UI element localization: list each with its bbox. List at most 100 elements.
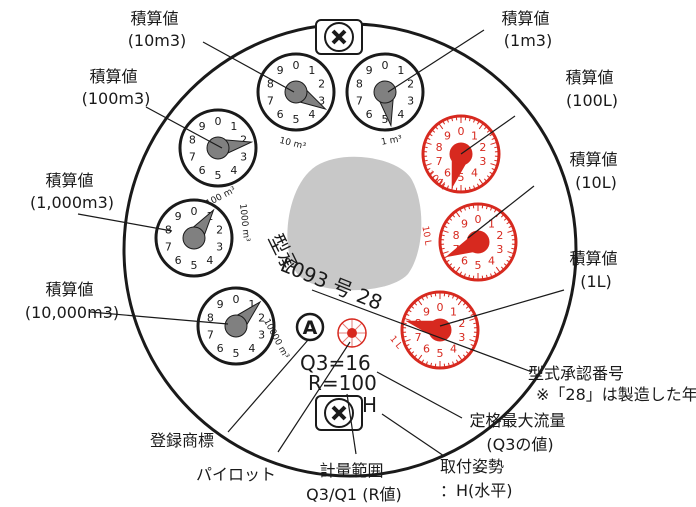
dial-tick [485, 206, 488, 210]
dial-tick [469, 318, 476, 321]
dial-tick [468, 309, 472, 313]
dial-digit: 3 [318, 94, 325, 107]
dial-tick [404, 318, 411, 321]
dial-digit: 6 [277, 108, 284, 121]
label-year-note: ※「28」は製造した年号 [536, 385, 696, 404]
dial-tick [490, 163, 497, 166]
dial-digit: 5 [215, 169, 222, 182]
svg-text:A: A [303, 317, 318, 339]
dial-tick [452, 266, 456, 270]
dial-tick [444, 225, 448, 228]
dial-digit: 5 [437, 347, 444, 360]
dial-tick [452, 361, 455, 365]
dial-tick [417, 299, 423, 306]
dial-tick [465, 351, 469, 354]
dial-digit: 8 [453, 229, 460, 242]
dial-tick [493, 209, 497, 213]
dial-digit: 7 [207, 328, 214, 341]
dial-tick [446, 119, 449, 123]
dial-digit: 3 [458, 331, 465, 344]
dial-tick [489, 133, 493, 137]
dial-digit: 6 [175, 254, 182, 267]
dial-digit: 5 [382, 113, 389, 126]
dial-tick [408, 309, 412, 313]
dial-tick [468, 206, 471, 210]
dial-tick [425, 361, 428, 365]
dial-digit: 6 [217, 342, 224, 355]
dial-tick [432, 130, 436, 133]
dial-digit: 1 [471, 129, 478, 142]
dial-digit: 3 [407, 94, 414, 107]
label-mounting: 取付姿勢 ：H(水平) [440, 457, 513, 500]
dial-hub [466, 230, 490, 254]
dial-tick [449, 218, 453, 221]
dial-digit: 4 [450, 343, 457, 356]
dial-tick [503, 218, 507, 221]
dial-tick [455, 297, 459, 301]
dial-digit: 2 [240, 134, 247, 147]
label-10l: 積算値 (10L) [569, 150, 622, 192]
dial-tick [500, 214, 504, 218]
dial-digit: 3 [496, 243, 503, 256]
dial-digit: 9 [277, 64, 284, 77]
dial-digit: 9 [461, 217, 468, 230]
dial-digit: 3 [216, 240, 223, 253]
dial-tick [500, 266, 504, 270]
dial-tick [451, 118, 454, 122]
dial-tick [442, 121, 446, 125]
dial-tick [430, 362, 433, 366]
dial-tick [406, 313, 410, 316]
dial-digit: 5 [475, 259, 482, 272]
dial-tick [511, 234, 515, 237]
dial-hub [284, 80, 308, 104]
dial-tick [457, 299, 463, 306]
dial-tick [493, 271, 497, 275]
dial-digit: 7 [436, 155, 443, 168]
dial-digit: 0 [458, 125, 465, 138]
dial-digit: 9 [366, 64, 373, 77]
dial-tick [441, 234, 445, 237]
dial-tick [429, 133, 433, 137]
dial-digit: 3 [479, 155, 486, 168]
dial-hub [182, 226, 206, 250]
dial-digit: 6 [461, 255, 468, 268]
dial-digit: 6 [444, 167, 451, 180]
dial-tick [446, 259, 450, 263]
dial-tick [424, 159, 428, 162]
dial-unit-label: 1 m³ [380, 134, 403, 148]
dial-tick [470, 344, 474, 347]
dial-tick [491, 168, 495, 171]
dial-tick [468, 186, 471, 190]
dial-tick [506, 259, 510, 263]
dial-tick [429, 171, 433, 175]
dial-tick [442, 251, 449, 254]
dial-tick [425, 295, 428, 299]
dial-tick [506, 221, 510, 225]
dial-tick [442, 183, 446, 187]
dial-tick [435, 178, 439, 182]
dial-digit: 2 [479, 141, 486, 154]
dial-digit: 2 [318, 78, 325, 91]
dial-tick [490, 207, 493, 211]
dial-tick [511, 247, 515, 250]
screw-bottom [315, 395, 363, 431]
dial-tick [408, 347, 412, 351]
dial-digit: 4 [206, 254, 213, 267]
dial-digit: 2 [216, 224, 223, 237]
dial-tick [459, 209, 463, 213]
dial-digit: 0 [233, 293, 240, 306]
trademark-logo: A [295, 312, 325, 342]
dial-tick [432, 175, 436, 178]
dial-digit: 9 [199, 120, 206, 133]
dial-tick [476, 121, 480, 125]
dial-digit: 8 [207, 312, 214, 325]
dial-tick [457, 354, 463, 361]
dial-tick [463, 273, 466, 277]
dial-digit: 9 [444, 129, 451, 142]
dial-tick [494, 146, 498, 149]
dial-tick [447, 294, 450, 298]
dial-tick [508, 225, 512, 228]
